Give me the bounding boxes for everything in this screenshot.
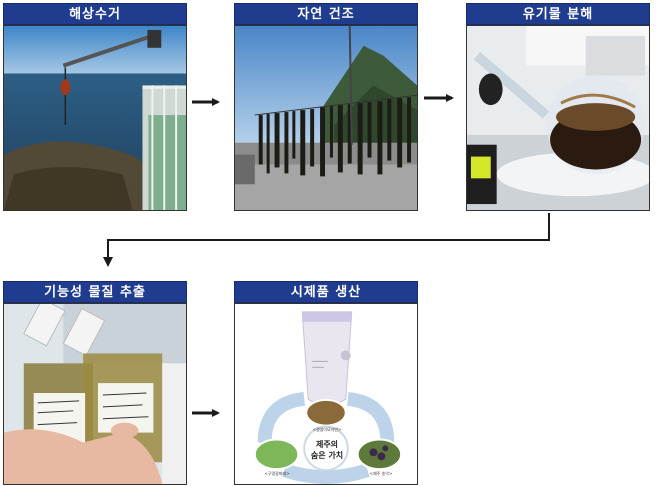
step-prototype-production: 시제품 생산 제주의 숨은 가치 <괭생이모자반> <구멍갈파: [234, 281, 418, 485]
connector-down: [103, 213, 550, 267]
step-natural-drying: 자연 건조: [234, 3, 418, 211]
functional-extraction-photo: [3, 303, 187, 485]
step-label: 해상수거: [3, 3, 187, 25]
product-right-caption: <제주 송악>: [369, 471, 393, 476]
step-sea-collection: 해상수거: [3, 3, 187, 211]
product-left-caption: <구멍갈파래>: [264, 471, 290, 476]
step-label: 유기물 분해: [466, 3, 650, 25]
step-label: 기능성 물질 추출: [3, 281, 187, 303]
prototype-production-image: 제주의 숨은 가치 <괭생이모자반> <구멍갈파래> <제주 송악>: [234, 303, 418, 485]
step-label: 시제품 생산: [234, 281, 418, 303]
product-center-line1: 제주의: [315, 440, 339, 449]
product-top-caption: <괭생이모자반>: [312, 427, 342, 432]
organic-decomposition-photo: [466, 25, 650, 211]
natural-drying-photo: [234, 25, 418, 211]
step-label: 자연 건조: [234, 3, 418, 25]
product-center-line2: 숨은 가치: [310, 451, 344, 460]
sea-collection-photo: [3, 25, 187, 211]
step-functional-extraction: 기능성 물질 추출: [3, 281, 187, 485]
step-organic-decomposition: 유기물 분해: [466, 3, 650, 211]
